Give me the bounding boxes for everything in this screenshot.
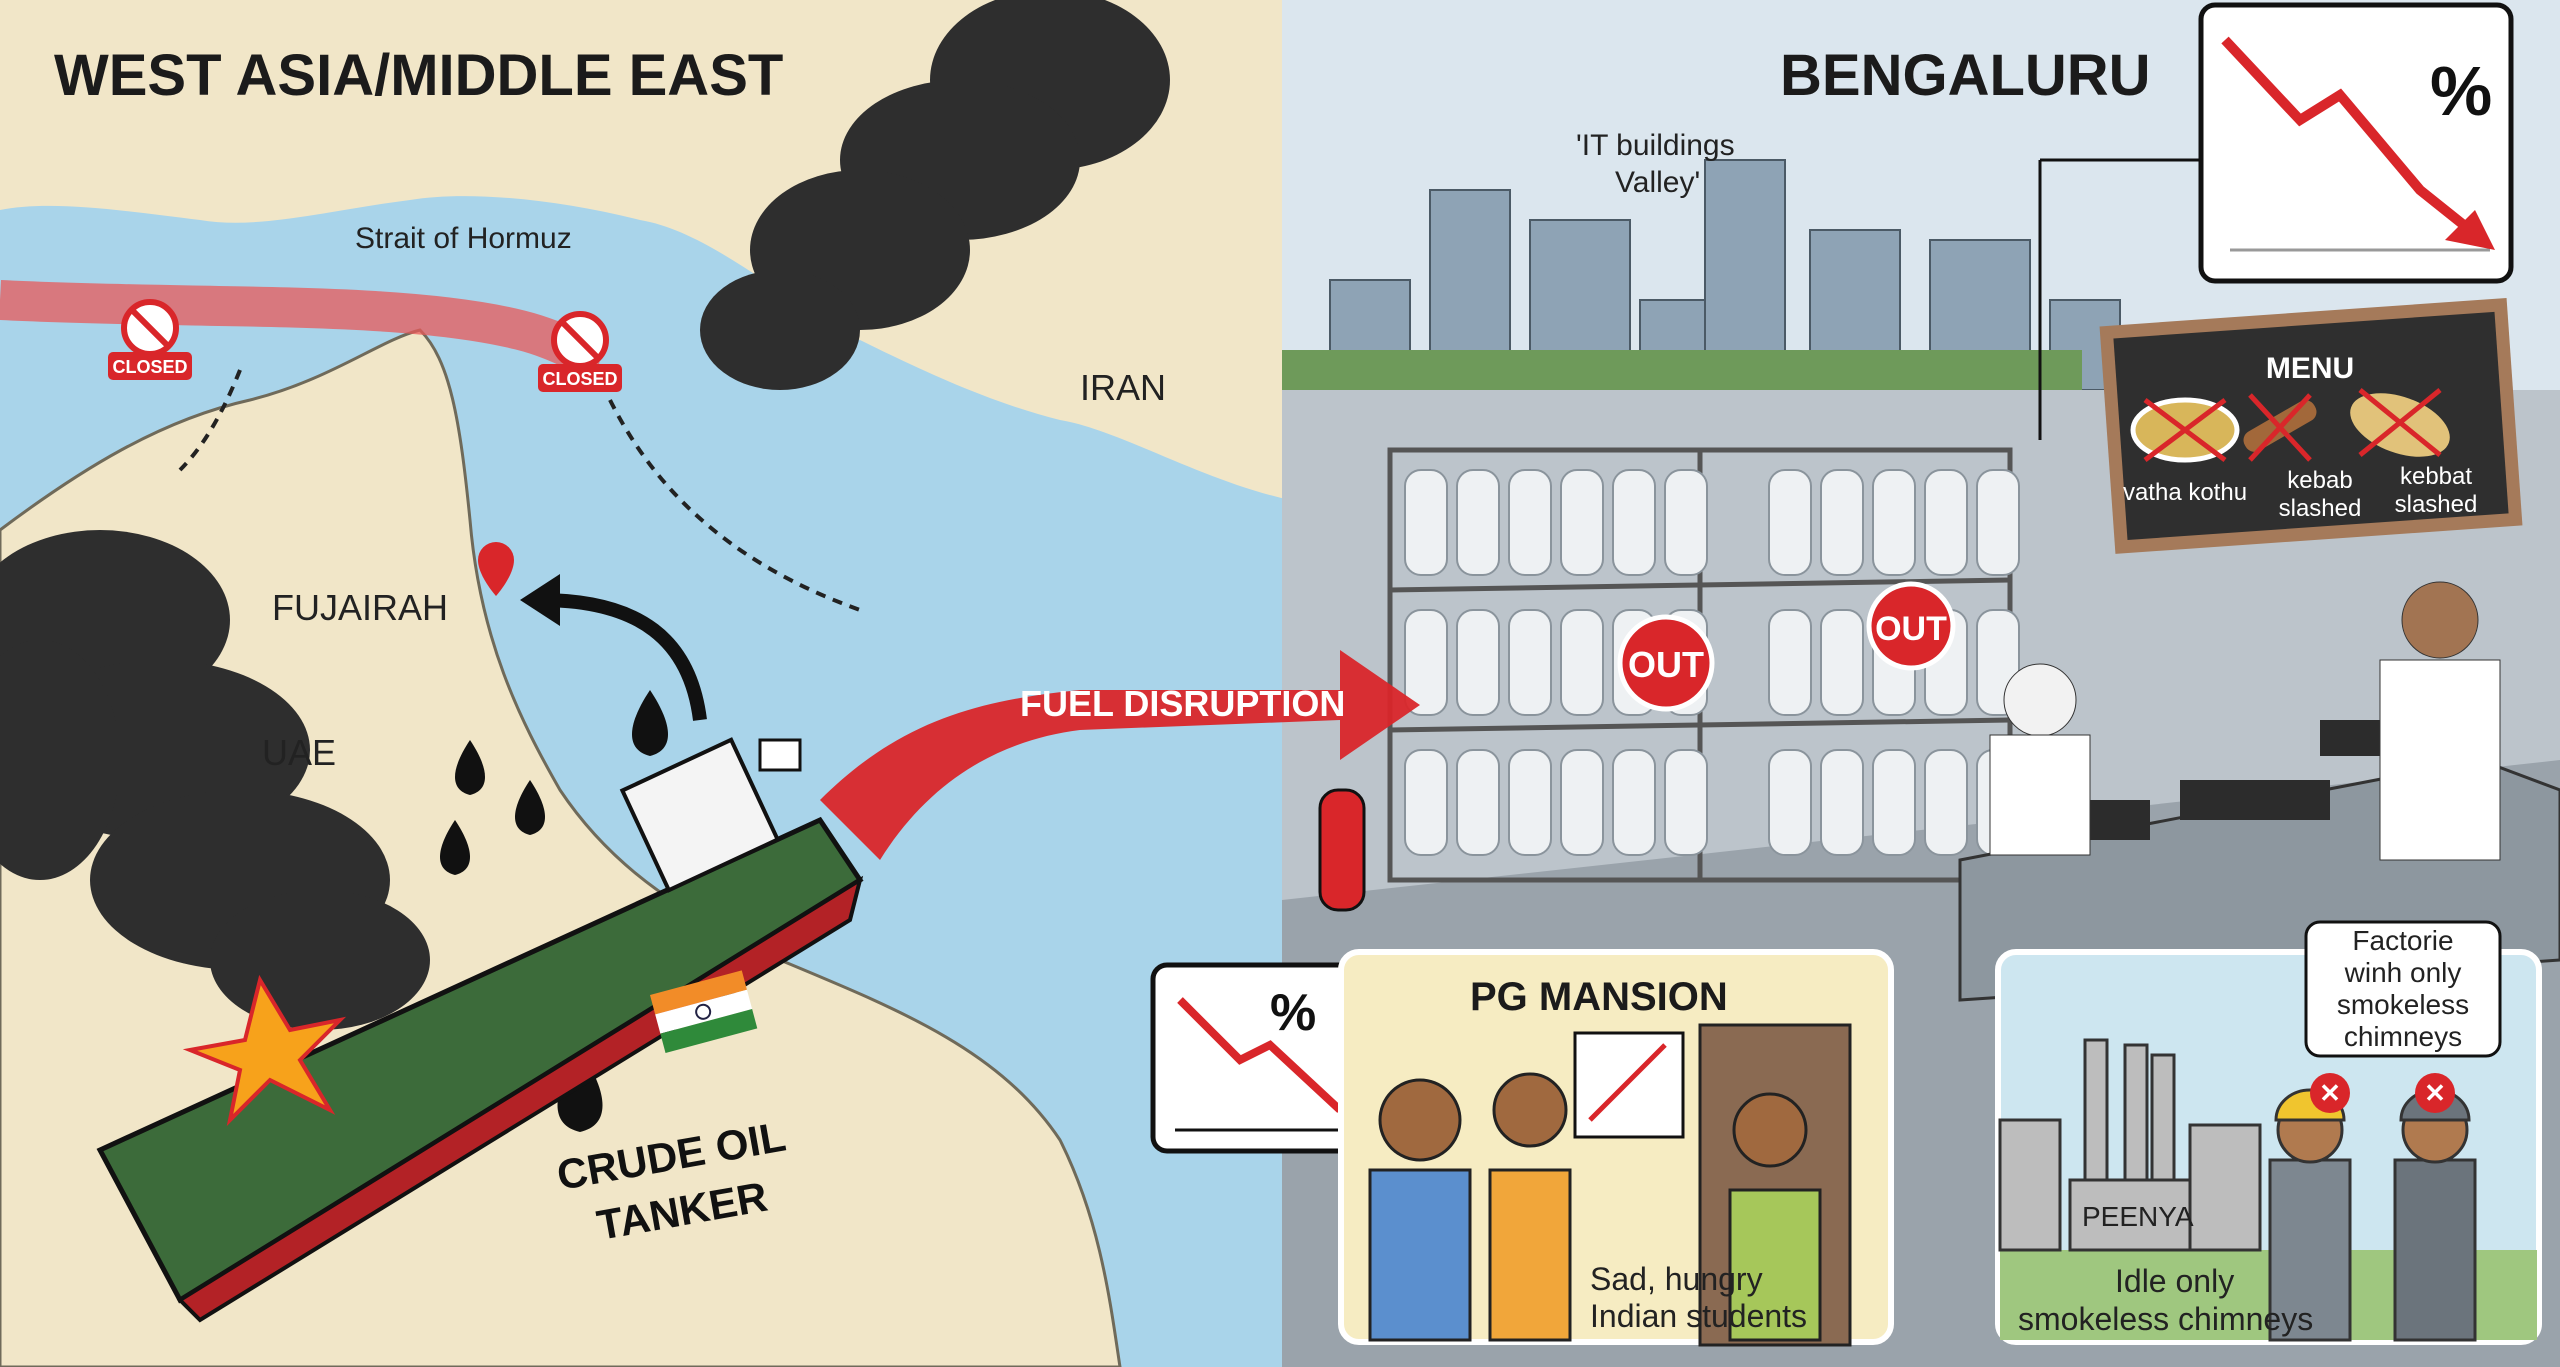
it-label: Valley': [1615, 166, 1700, 199]
bengaluru-panel: BENGALURU 'IT buildings Valley' % MENU v…: [820, 0, 2560, 1367]
panel-title: WEST ASIA/MIDDLE EAST: [54, 43, 783, 108]
svg-text:CLOSED: CLOSED: [112, 357, 187, 377]
fujairah-label: FUJAIRAH: [272, 587, 448, 628]
empty-cylinder: [1820, 749, 1864, 856]
svg-text:Sad, hungry: Sad, hungry: [1590, 1261, 1763, 1297]
empty-cylinder: [1924, 749, 1968, 856]
empty-cylinder: [1820, 609, 1864, 716]
empty-cylinder: [1768, 469, 1812, 576]
out-badge: OUT: [1617, 614, 1715, 712]
empty-cylinder: [1508, 469, 1552, 576]
iran-label: IRAN: [1080, 367, 1166, 408]
empty-cylinder: [1560, 609, 1604, 716]
empty-cylinder: [1612, 469, 1656, 576]
ship-route: [608, 399, 861, 612]
empty-cylinder: [1404, 469, 1448, 576]
empty-cylinder: [1872, 749, 1916, 856]
smoke-plumes: [0, 0, 1170, 1030]
ship-route: [178, 369, 242, 472]
empty-cylinder: [1664, 749, 1708, 856]
svg-text:kebab: kebab: [2287, 467, 2352, 494]
empty-cylinders: [1404, 469, 2020, 856]
uae-label: UAE: [262, 732, 336, 773]
closed-badge: CLOSED: [538, 311, 622, 392]
it-label: 'IT buildings: [1576, 129, 1735, 162]
india-flag-icon: [650, 970, 758, 1053]
empty-cylinder: [1664, 469, 1708, 576]
svg-text:PEENYA: PEENYA: [2082, 1201, 2194, 1232]
menu-board: MENU vatha kothu kebab slashed kebbat sl…: [2099, 297, 2523, 554]
svg-text:✕: ✕: [2424, 1078, 2446, 1108]
svg-text:PG MANSION: PG MANSION: [1470, 975, 1728, 1019]
svg-text:MENU: MENU: [2266, 352, 2354, 385]
empty-cylinder: [1456, 749, 1500, 856]
svg-text:winh only: winh only: [2344, 957, 2462, 988]
empty-cylinder: [1456, 469, 1500, 576]
empty-cylinder: [1924, 469, 1968, 576]
strait-label: Strait of Hormuz: [355, 222, 572, 255]
svg-text:slashed: slashed: [2395, 491, 2478, 518]
empty-cylinder: [1872, 469, 1916, 576]
svg-text:✕: ✕: [2319, 1078, 2341, 1108]
svg-text:OUT: OUT: [1875, 610, 1947, 648]
curved-arrow: [539, 593, 707, 721]
svg-text:CLOSED: CLOSED: [542, 369, 617, 389]
pg-mansion-panel: PG MANSION Sad, hungry Indian students: [1338, 949, 1894, 1347]
empty-cylinder: [1560, 469, 1604, 576]
empty-cylinder: [1404, 749, 1448, 856]
location-pin-icon: [478, 542, 514, 596]
closed-badge: CLOSED: [108, 299, 192, 380]
small-decline-chart-icon: %: [1150, 962, 1382, 1154]
map-panel: WEST ASIA/MIDDLE EAST Strait of Hormuz C…: [0, 0, 1290, 1367]
empty-cylinder: [1768, 609, 1812, 716]
svg-text:FUEL DISRUPTION: FUEL DISRUPTION: [1020, 683, 1345, 724]
explosion-icon: [182, 974, 347, 1127]
x-mark-icon: ✕: [2310, 1073, 2350, 1113]
svg-text:chimneys: chimneys: [2344, 1021, 2462, 1052]
svg-text:Factorie: Factorie: [2352, 925, 2453, 956]
svg-text:vatha kothu: vatha kothu: [2123, 479, 2247, 506]
out-badge: OUT: [1866, 581, 1956, 671]
empty-cylinder: [1976, 469, 2020, 576]
svg-text:kebbat: kebbat: [2400, 463, 2472, 490]
factory-panel: PEENYA ✕ ✕ Factorie winh only smokeless …: [1995, 920, 2542, 1345]
panel-title: BENGALURU: [1780, 43, 2151, 108]
svg-text:%: %: [1270, 984, 1316, 1042]
svg-text:smokeless: smokeless: [2337, 989, 2469, 1020]
no-food-sign-icon: [1573, 1031, 1685, 1139]
empty-cylinder: [1508, 749, 1552, 856]
x-mark-icon: ✕: [2415, 1073, 2455, 1113]
arrowhead: [520, 574, 560, 626]
svg-text:slashed: slashed: [2279, 495, 2362, 522]
empty-cylinder: [1560, 749, 1604, 856]
students: [1368, 1072, 1822, 1342]
empty-cylinder: [1456, 609, 1500, 716]
empty-cylinder: [1612, 749, 1656, 856]
empty-cylinder: [1404, 609, 1448, 716]
fuel-disruption-arrow: FUEL DISRUPTION: [820, 650, 1420, 860]
empty-cylinder: [1768, 749, 1812, 856]
empty-cylinder: [1508, 609, 1552, 716]
svg-text:OUT: OUT: [1628, 644, 1704, 685]
decline-chart-icon: %: [2198, 2, 2514, 284]
svg-text:Indian students: Indian students: [1590, 1298, 1807, 1334]
svg-text:smokeless chimneys: smokeless chimneys: [2018, 1301, 2313, 1337]
red-gas-cylinder-icon: [1318, 788, 1366, 912]
empty-cylinder: [1820, 469, 1864, 576]
svg-text:Idle only: Idle only: [2115, 1263, 2234, 1299]
svg-text:%: %: [2430, 52, 2492, 130]
callout-box: [2304, 920, 2502, 1058]
